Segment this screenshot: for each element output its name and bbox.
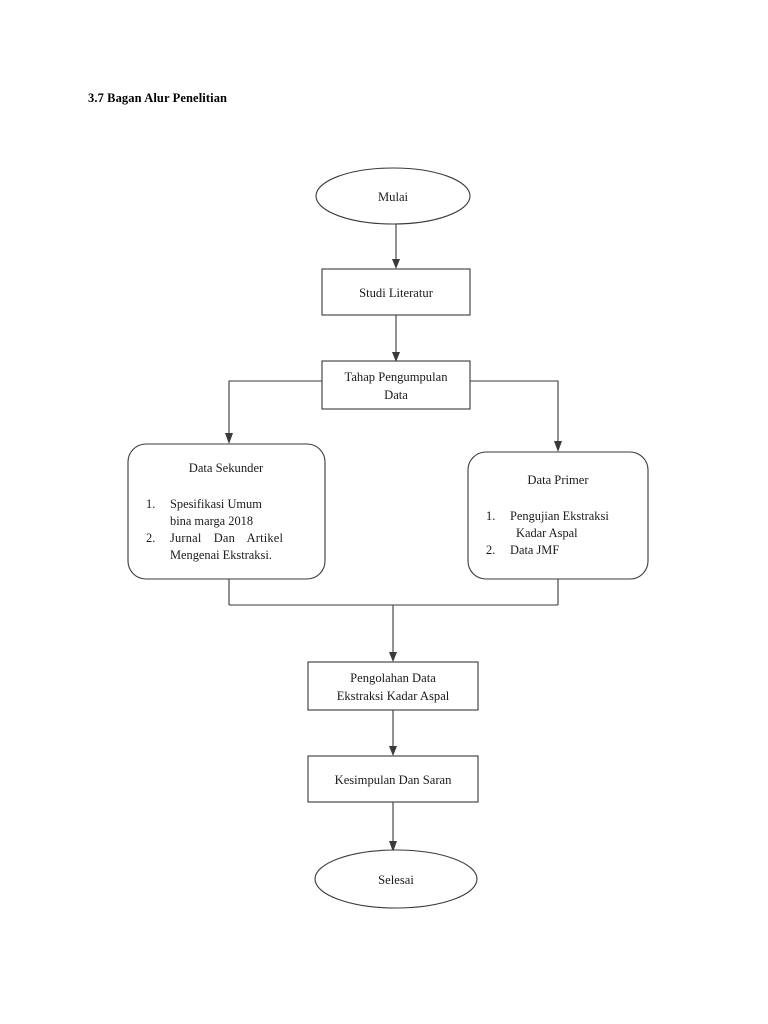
node-secondary-data-item-2-line1: Jurnal Dan Artikel	[170, 531, 283, 545]
node-primary-data-heading: Data Primer	[527, 473, 589, 487]
node-collection[interactable]: Tahap Pengumpulan Data	[321, 360, 471, 410]
node-end-label: Selesai	[378, 873, 414, 887]
node-primary-data-item-1-line2: Kadar Aspal	[516, 526, 578, 540]
node-start-label: Mulai	[378, 190, 409, 204]
node-processing[interactable]: Pengolahan Data Ekstraksi Kadar Aspal	[307, 661, 479, 711]
node-conclusion-label: Kesimpulan Dan Saran	[335, 773, 453, 787]
edge-branches-merge-to-processing	[228, 579, 559, 662]
node-processing-label-line2: Ekstraksi Kadar Aspal	[337, 689, 450, 703]
edge-processing-to-conclusion	[389, 710, 397, 756]
edge-conclusion-to-end	[389, 802, 397, 852]
node-primary-data[interactable]: Data Primer 1. Pengujian Ekstraksi Kadar…	[467, 451, 649, 580]
edge-start-to-literature	[392, 224, 400, 269]
node-secondary-data-item-1-number: 1.	[146, 497, 155, 511]
node-primary-data-item-2-number: 2.	[486, 543, 495, 557]
node-literature-label: Studi Literatur	[359, 286, 434, 300]
node-collection-label-line2: Data	[384, 388, 408, 402]
node-primary-data-item-2-line1: Data JMF	[510, 543, 559, 557]
node-end[interactable]: Selesai	[314, 849, 478, 909]
node-secondary-data-item-2-number: 2.	[146, 531, 155, 545]
node-primary-data-item-1-line1: Pengujian Ekstraksi	[510, 509, 609, 523]
edge-collection-to-secondary	[225, 380, 322, 444]
edge-collection-to-primary	[470, 380, 562, 452]
node-secondary-data-heading: Data Sekunder	[189, 461, 264, 475]
node-collection-label-line1: Tahap Pengumpulan	[345, 370, 449, 384]
node-secondary-data-item-1-line2: bina marga 2018	[170, 514, 253, 528]
node-literature[interactable]: Studi Literatur	[321, 268, 471, 316]
node-processing-label-line1: Pengolahan Data	[350, 671, 436, 685]
node-secondary-data-item-1-line1: Spesifikasi Umum	[170, 497, 262, 511]
edge-literature-to-collection	[392, 315, 400, 362]
node-secondary-data-item-2-line2: Mengenai Ekstraksi.	[170, 548, 272, 562]
node-secondary-data[interactable]: Data Sekunder 1. Spesifikasi Umum bina m…	[127, 443, 326, 580]
node-start[interactable]: Mulai	[315, 167, 471, 225]
page-title: 3.7 Bagan Alur Penelitian	[88, 91, 228, 105]
node-conclusion[interactable]: Kesimpulan Dan Saran	[307, 755, 479, 803]
node-primary-data-item-1-number: 1.	[486, 509, 495, 523]
